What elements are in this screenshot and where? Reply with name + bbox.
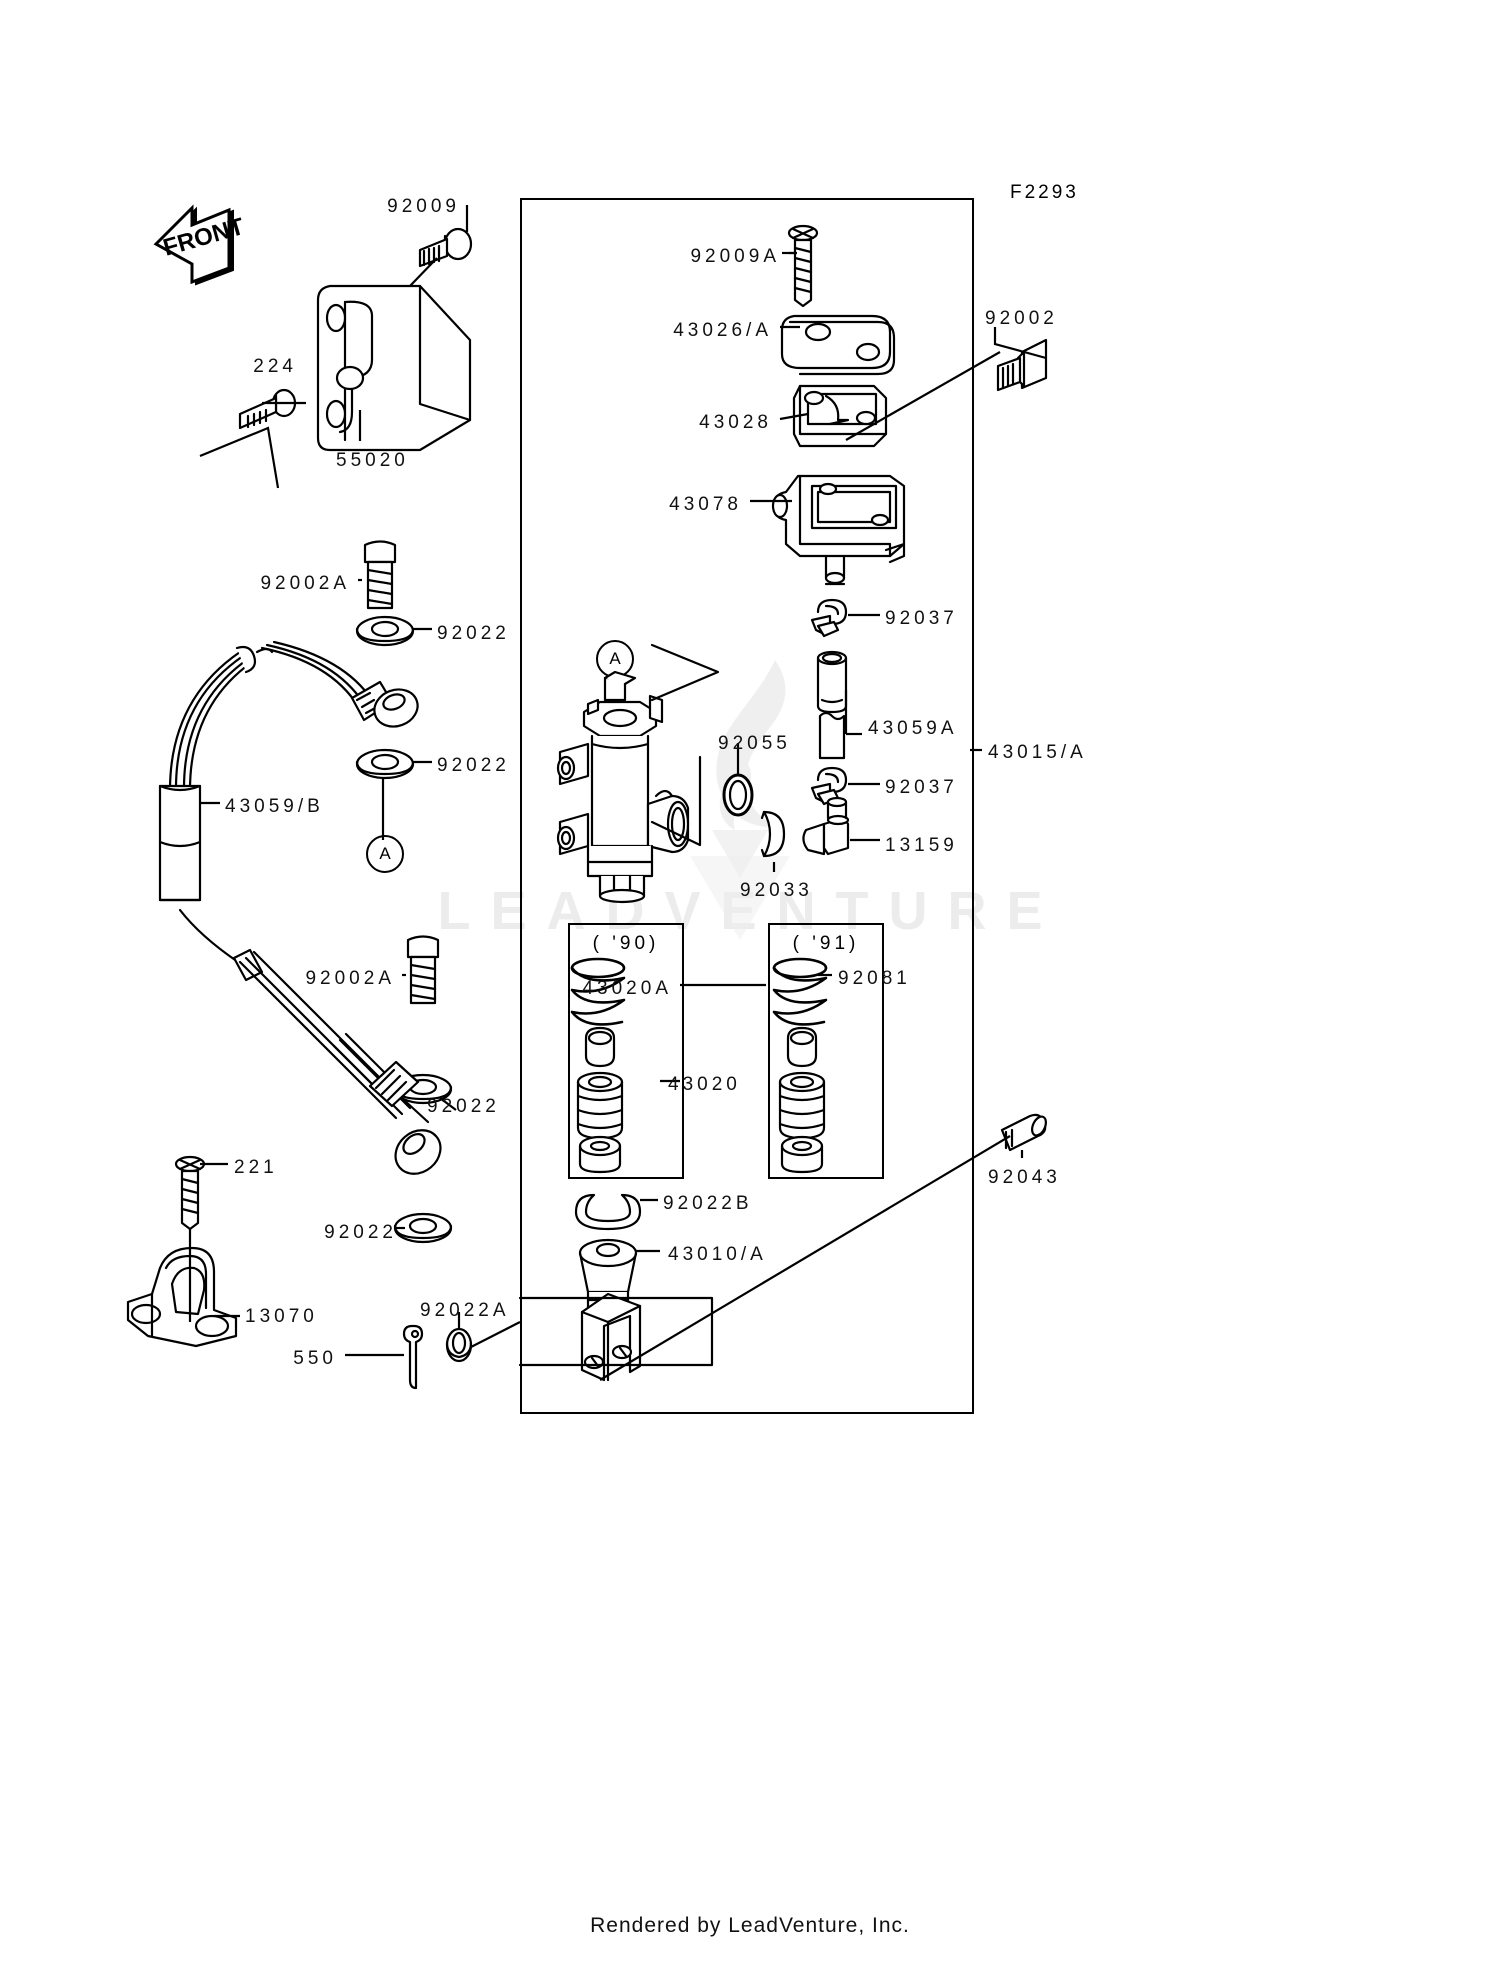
part-92037-clamp-lower xyxy=(812,768,846,804)
part-43059a-sleeve-lower xyxy=(820,713,844,758)
part-label-92055: 92055 xyxy=(718,733,791,754)
part-92022b-circlip xyxy=(576,1195,640,1229)
part-label-92043: 92043 xyxy=(988,1167,1061,1188)
part-43010a-pushrod xyxy=(580,1240,640,1380)
part-92009a-screw xyxy=(789,226,817,306)
footer-attribution: Rendered by LeadVenture, Inc. xyxy=(590,1914,910,1937)
leader-43028 xyxy=(780,414,808,419)
part-550-cotter-pin xyxy=(404,1326,422,1388)
year-box-91-caption: ( '91) xyxy=(792,933,860,954)
assembly-group-box xyxy=(520,198,974,1414)
part-label-13070: 13070 xyxy=(245,1306,318,1327)
part-label-43028: 43028 xyxy=(699,412,772,433)
part-92002a-bolt-upper xyxy=(365,542,395,609)
part-label-43020a: 43020A xyxy=(582,978,672,999)
part-label-92022: 92022 xyxy=(437,755,510,776)
leader-bracket-92055 xyxy=(652,757,700,845)
part-221-screw xyxy=(176,1157,204,1229)
part-label-43078: 43078 xyxy=(669,494,742,515)
leader-224-bracket xyxy=(200,428,278,488)
part-label-55020: 55020 xyxy=(336,450,409,471)
year-box-90: ( '90) xyxy=(568,923,684,1179)
part-label-13159: 13159 xyxy=(885,835,958,856)
part-label-43059b: 43059/B xyxy=(225,796,324,817)
part-92033-snapring xyxy=(762,812,784,856)
part-label-92002a: 92002A xyxy=(260,573,350,594)
leader-92009-to-bracket xyxy=(410,258,437,286)
year-box-90-caption: ( '90) xyxy=(592,933,660,954)
part-92009-bolt xyxy=(420,229,471,266)
part-label-92022: 92022 xyxy=(427,1096,500,1117)
part-label-550: 550 xyxy=(293,1348,337,1369)
part-43059b-hose-upper xyxy=(160,647,255,900)
part-92022-washer-4 xyxy=(395,1214,451,1242)
part-label-92037: 92037 xyxy=(885,608,958,629)
part-label-92022: 92022 xyxy=(437,623,510,644)
part-43020-spring-90 xyxy=(572,959,624,1172)
part-label-92033: 92033 xyxy=(740,880,813,901)
part-92037-clamp-upper xyxy=(812,600,846,636)
leader-bracket-a xyxy=(652,645,718,700)
part-92002a-bolt-lower xyxy=(408,937,438,1004)
part-43059b-hose-lower xyxy=(180,910,449,1183)
leader-92002 xyxy=(995,327,1046,358)
part-43026a-cap xyxy=(782,316,894,374)
part-label-224: 224 xyxy=(253,356,297,377)
part-label-43059a: 43059A xyxy=(868,718,958,739)
part-43020a-spring-91 xyxy=(774,959,826,1172)
part-label-43026a: 43026/A xyxy=(673,320,772,341)
part-13159-joint xyxy=(803,798,848,854)
part-master-cylinder-body xyxy=(558,672,688,902)
part-92022a-washer xyxy=(447,1329,471,1361)
part-43059b-hose-banjo-upper xyxy=(257,642,423,732)
part-label-92009a: 92009A xyxy=(690,246,780,267)
callout-circle-a-left-letter: A xyxy=(379,844,391,863)
leader-92022-3 xyxy=(440,1098,456,1110)
part-label-92022: 92022 xyxy=(324,1222,397,1243)
part-label-92022a: 92022A xyxy=(420,1300,510,1321)
part-label-92002: 92002 xyxy=(985,308,1058,329)
year-box-91: ( '91) xyxy=(768,923,884,1179)
part-43059a-sleeve-upper xyxy=(818,652,846,712)
part-label-221: 221 xyxy=(234,1157,278,1178)
leader-92002-long xyxy=(846,352,1000,440)
part-label-43010a: 43010/A xyxy=(668,1244,767,1265)
part-13070-holder xyxy=(128,1248,236,1346)
part-92022-washer-2 xyxy=(357,750,413,778)
callout-circle-a-top-letter: A xyxy=(609,649,621,668)
part-92043-pin xyxy=(1002,1114,1049,1150)
part-label-43015a: 43015/A xyxy=(988,742,1087,763)
part-43078-reservoir xyxy=(773,476,904,584)
part-92022-washer-1 xyxy=(357,617,413,645)
callout-circle-a-left: A xyxy=(366,835,404,873)
leader-92043-long xyxy=(600,1136,1010,1380)
part-label-92037: 92037 xyxy=(885,777,958,798)
part-label-92009: 92009 xyxy=(387,196,460,217)
part-label-92002a: 92002A xyxy=(305,968,395,989)
part-label-92081: 92081 xyxy=(838,968,911,989)
part-55020-bracket xyxy=(318,286,470,450)
leader-bracket-43010a xyxy=(520,1298,712,1365)
part-label-43020: 43020 xyxy=(668,1074,741,1095)
diagram-code: F2293 xyxy=(1010,182,1079,203)
part-label-92022b: 92022B xyxy=(663,1193,753,1214)
leader-92022a-br xyxy=(471,1322,520,1347)
